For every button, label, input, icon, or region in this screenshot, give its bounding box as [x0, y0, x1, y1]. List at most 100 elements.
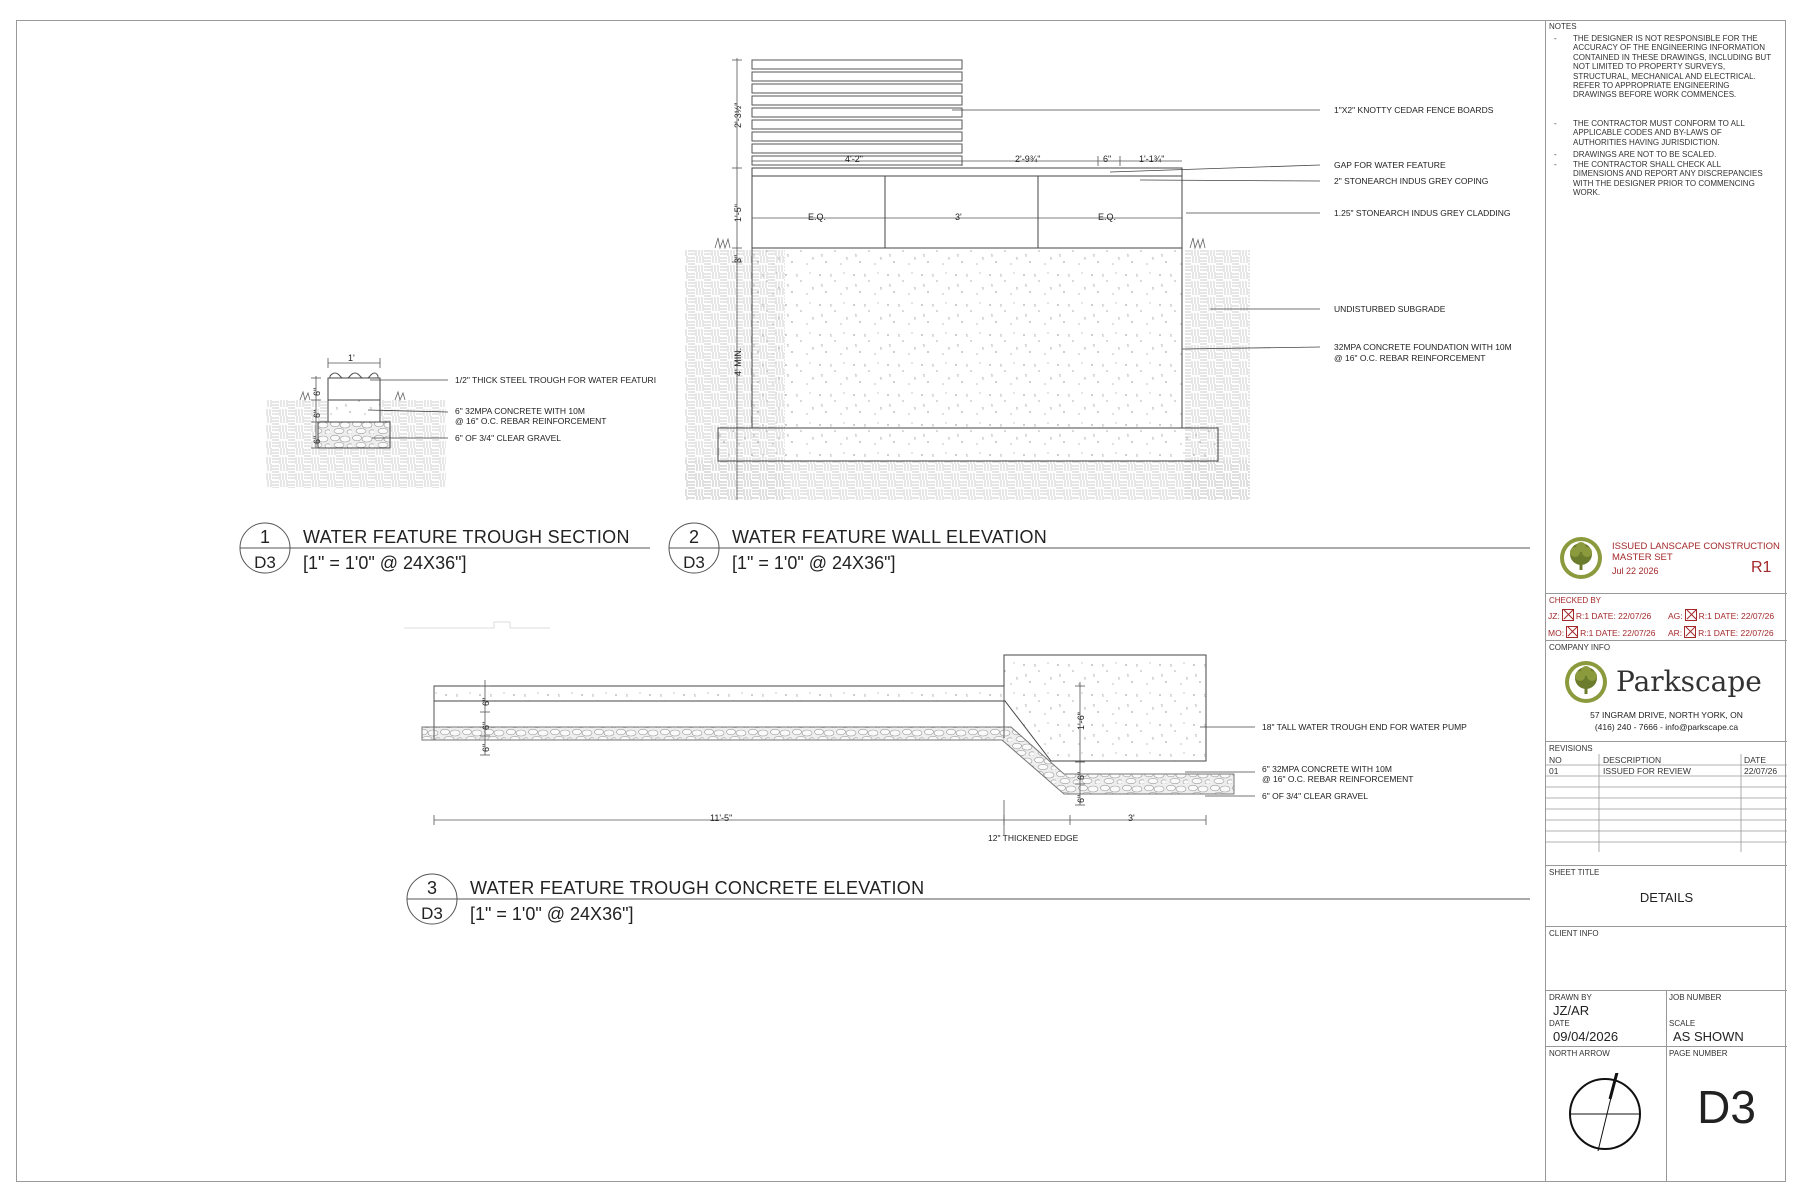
- dim-width-2: 2'-9¾": [1015, 154, 1041, 164]
- company-contact: (416) 240 - 7666 - info@parkscape.ca: [1594, 722, 1739, 732]
- dim-width-3: 6": [1103, 154, 1112, 164]
- label-coping: 2" STONEARCH INDUS GREY COPING: [1334, 176, 1489, 186]
- foundation: [751, 247, 1183, 429]
- detail-2-leaders: [952, 109, 1321, 350]
- rev-col-date: DATE: [1744, 755, 1767, 765]
- scale-value: AS SHOWN: [1673, 1029, 1744, 1044]
- label-trough-concrete: 6" 32MPa CONCRETE WITH 10M: [455, 406, 585, 416]
- label-foundation-rebar: @ 16" O.C. REBAR REINFORCEMENT: [1334, 353, 1486, 363]
- company-info-header: COMPANY INFO: [1549, 643, 1611, 652]
- checked-row-1-right: AG:R:1 DATE: 22/07/26: [1668, 609, 1775, 621]
- drawing-sheet-border: [16, 20, 1786, 1182]
- company-address: 57 INGRAM DRIVE, NORTH YORK, ON: [1590, 710, 1743, 720]
- detail-1-drawing: [266, 358, 449, 488]
- detail-1-scale: [1" = 1'0" @ 24X36"]: [303, 553, 467, 573]
- detail-3-scale: [1" = 1'0" @ 24X36"]: [470, 904, 634, 924]
- date-value: 09/04/2026: [1553, 1029, 1619, 1044]
- drawing-canvas: [239, 58, 1530, 925]
- detail-title-markers: [239, 522, 1530, 925]
- north-arrow-icon: [1569, 1073, 1641, 1152]
- checked-row-2-left: MO:R:1 DATE: 22/07/26: [1548, 626, 1656, 638]
- checked-row-2-right: AR:R:1 DATE: 22/07/26: [1668, 626, 1774, 638]
- detail-3-number: 3: [426, 878, 437, 898]
- note-3: -DRAWINGS ARE NOT TO BE SCALED.: [1554, 150, 1717, 159]
- dim-wall-height: 1'-5": [733, 204, 743, 222]
- page-number-value: D3: [1697, 1081, 1756, 1133]
- stamp-line-2: MASTER SET: [1612, 552, 1673, 563]
- dim-trough-1: 6": [312, 387, 322, 396]
- company-name: Parkscape: [1616, 665, 1762, 698]
- rev-row-desc: ISSUED FOR REVIEW: [1603, 766, 1691, 776]
- label-trough-end: 18" TALL WATER TROUGH END FOR WATER PUMP: [1262, 722, 1467, 732]
- dim-slab-2: 6": [481, 721, 491, 730]
- drawn-by-header: DRAWN BY: [1549, 993, 1592, 1002]
- dim-slab-1: 6": [481, 697, 491, 706]
- stamp-revision: R1: [1751, 559, 1772, 576]
- dim-trough-2: 6": [312, 409, 322, 418]
- checked-row-1-left: JZ:R:1 DATE: 22/07/26: [1548, 609, 1652, 621]
- sheet-title-header: SHEET TITLE: [1549, 868, 1600, 877]
- note-2: -THE CONTRACTOR MUST CONFORM TO ALL APPL…: [1554, 119, 1745, 147]
- dim-end-1: 6": [1076, 771, 1086, 780]
- detail-1-sheet: D3: [254, 553, 276, 572]
- label-foundation: 32MPa CONCRETE FOUNDATION WITH 10M: [1334, 342, 1512, 352]
- checked-x-icon: [1684, 626, 1697, 638]
- label-trough-rebar: @ 16" O.C. REBAR REINFORCEMENT: [455, 416, 607, 426]
- dim-slab-length: 11'-5": [710, 813, 733, 823]
- rev-col-desc: DESCRIPTION: [1603, 755, 1662, 765]
- dim-mid: 3': [955, 212, 962, 222]
- checked-x-icon: [1561, 609, 1574, 621]
- dim-end-length: 3': [1128, 813, 1135, 823]
- tree-seal-logo: [1560, 537, 1602, 579]
- dim-end-2: 6": [1076, 794, 1086, 803]
- label-cladding: 1.25" STONEARCH INDUS GREY CLADDING: [1334, 208, 1511, 218]
- notes-header: NOTES: [1549, 22, 1577, 31]
- revisions-header: REVISIONS: [1549, 744, 1593, 753]
- dim-slab-3: 6": [481, 743, 491, 752]
- detail-2-drawing: [685, 58, 1321, 500]
- label-trough-gravel: 6" OF 3/4" CLEAR GRAVEL: [455, 433, 562, 443]
- detail-3-title: WATER FEATURE TROUGH CONCRETE ELEVATION: [470, 878, 925, 898]
- north-arrow-header: NORTH ARROW: [1549, 1049, 1610, 1058]
- label-water-gap: GAP FOR WATER FEATURE: [1334, 160, 1446, 170]
- detail-2-title: WATER FEATURE WALL ELEVATION: [732, 527, 1048, 547]
- detail-3-sheet: D3: [421, 904, 443, 923]
- label-slab-rebar: @ 16" O.C. REBAR REINFORCEMENT: [1262, 774, 1414, 784]
- stamp-line-1: ISSUED LANSCAPE CONSTRUCTION: [1612, 541, 1780, 552]
- rev-col-no: NO: [1549, 755, 1562, 765]
- page-number-header: PAGE NUMBER: [1669, 1049, 1728, 1058]
- rev-row-no: 01: [1549, 766, 1559, 776]
- detail-3-drawing: [404, 621, 1255, 835]
- fence-boards: [751, 59, 963, 166]
- dim-trough-3: 6": [312, 435, 322, 444]
- dim-trough-width: 1': [348, 353, 355, 363]
- detail-1-title: WATER FEATURE TROUGH SECTION: [303, 527, 630, 547]
- detail-2-dimension-lines: [732, 58, 1182, 500]
- trough-slab-gravel: [421, 726, 1235, 795]
- detail-2-sheet: D3: [683, 553, 705, 572]
- label-steel-trough: 1/2" THICK STEEL TROUGH FOR WATER FEATUR…: [455, 375, 657, 385]
- checked-x-icon: [1684, 609, 1697, 621]
- label-subgrade: UNDISTURBED SUBGRADE: [1334, 304, 1446, 314]
- client-info-header: CLIENT INFO: [1549, 929, 1599, 938]
- dim-width-4: 1'-1¾": [1139, 154, 1165, 164]
- wall-cladding: [751, 175, 1183, 249]
- sheet-title-value: DETAILS: [1639, 890, 1694, 905]
- checked-x-icon: [1566, 626, 1579, 638]
- dim-eq-2: E.Q.: [1098, 212, 1117, 222]
- parkscape-logo-icon: [1565, 661, 1607, 703]
- note-4: -THE CONTRACTOR SHALL CHECK ALL DIMENSIO…: [1554, 160, 1763, 198]
- label-slab-concrete: 6" 32MPa CONCRETE WITH 10M: [1262, 764, 1392, 774]
- trough-slab: [433, 654, 1207, 762]
- detail-2-scale: [1" = 1'0" @ 24X36"]: [732, 553, 896, 573]
- trough-gravel: [317, 421, 391, 449]
- note-1: -THE DESIGNER IS NOT RESPONSIBLE FOR THE…: [1554, 34, 1771, 100]
- label-thickened-edge: 12" THICKENED EDGE: [988, 833, 1079, 843]
- scale-header: SCALE: [1669, 1019, 1696, 1028]
- label-fence-boards: 1"x2" KNOTTY CEDAR FENCE BOARDS: [1334, 105, 1494, 115]
- revisions-table-grid: [1546, 754, 1787, 852]
- stamp-date: Jul 22 2026: [1612, 566, 1659, 576]
- dim-fence-height: 2'-3½": [733, 102, 743, 128]
- checked-by-header: CHECKED BY: [1549, 596, 1602, 605]
- rev-row-date: 22/07/26: [1744, 766, 1778, 776]
